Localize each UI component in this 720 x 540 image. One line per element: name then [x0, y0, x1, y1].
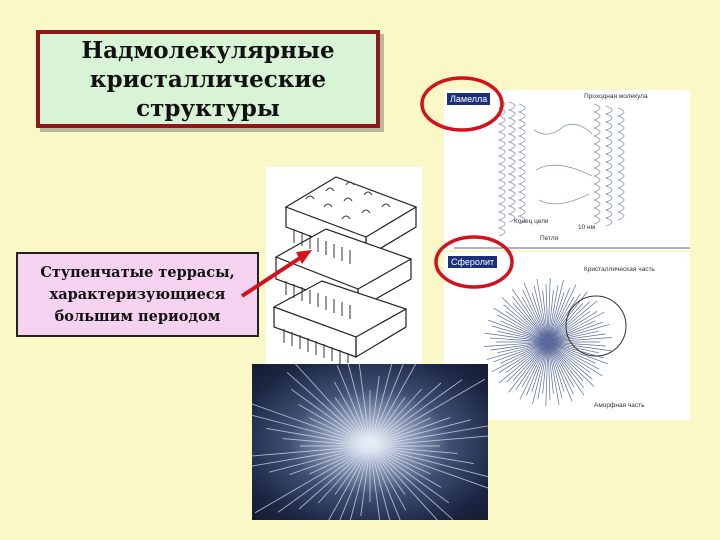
pointer-arrow: [240, 256, 302, 298]
spherulite-drawing: [484, 277, 627, 407]
lamella-highlight-ring: [420, 76, 504, 132]
caption-box: Ступенчатые террасы, характеризующиеся б…: [16, 252, 259, 337]
spherulite-tag: Сферолит: [448, 256, 498, 268]
lamella-label-chain-end: Конец цепи: [514, 218, 549, 225]
terrace-drawing: [272, 176, 418, 364]
slide-title: Надмолекулярные кристаллические структур…: [81, 36, 335, 122]
spherulite-highlight-ring: [434, 235, 514, 289]
slide-title-box: Надмолекулярные кристаллические структур…: [36, 30, 380, 128]
spherulite-photo-rays: [252, 364, 488, 520]
spherulite-photo: [252, 364, 488, 520]
lamella-label-loop: Петля: [540, 235, 559, 242]
spherulite-label-amorphous: Аморфная часть: [594, 402, 645, 409]
lamella-label-molecule: Проходная молекула: [584, 93, 648, 100]
lamella-panel: Ламелла Проходная молекула Конец цепи Пе…: [444, 90, 690, 250]
caption-text: Ступенчатые террасы, характеризующиеся б…: [40, 263, 235, 325]
lamella-tag: Ламелла: [447, 93, 491, 105]
lamella-label-scale: 10 нм: [578, 224, 596, 231]
lamella-drawing: [454, 99, 690, 249]
pointer-arrowhead: [296, 250, 312, 264]
spherulite-label-crystal: Кристаллическая часть: [584, 266, 655, 273]
terrace-illustration: [266, 167, 422, 367]
